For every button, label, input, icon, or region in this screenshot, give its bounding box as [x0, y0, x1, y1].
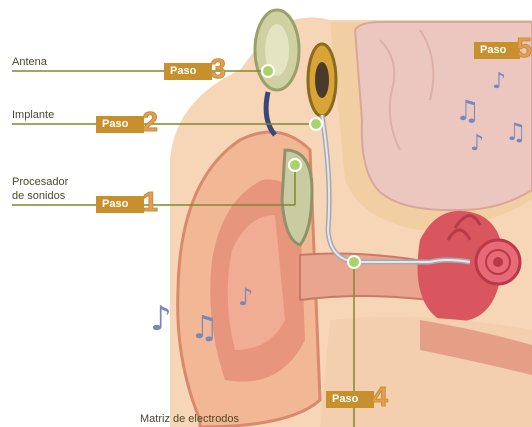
label-matriz: Matriz de electrodos — [140, 413, 239, 426]
svg-text:♫: ♫ — [190, 308, 219, 346]
svg-text:♪: ♪ — [238, 283, 253, 311]
paso-2-badge: Paso 2 — [96, 116, 144, 133]
paso-2-word: Paso — [102, 116, 128, 133]
svg-text:♪: ♪ — [492, 69, 506, 94]
point-implante — [310, 118, 322, 130]
paso-4-word: Paso — [332, 391, 358, 408]
paso-2-number: 2 — [142, 107, 158, 137]
paso-3-word: Paso — [170, 63, 196, 80]
paso-5-number: 5 — [516, 33, 532, 63]
paso-1-number: 1 — [142, 187, 158, 217]
paso-5-word: Paso — [480, 42, 506, 59]
label-procesador-line1: Procesador — [12, 176, 68, 189]
label-implante: Implante — [12, 109, 54, 122]
paso-4-badge: Paso 4 — [326, 391, 374, 408]
paso-3-number: 3 — [210, 54, 226, 84]
paso-4-number: 4 — [372, 382, 388, 412]
paso-1-badge: Paso 1 — [96, 196, 144, 213]
label-procesador-line2: de sonidos — [12, 190, 65, 203]
point-procesador — [289, 159, 301, 171]
label-antena: Antena — [12, 56, 47, 69]
point-matriz — [348, 256, 360, 268]
svg-text:♪: ♪ — [150, 299, 172, 339]
paso-1-word: Paso — [102, 196, 128, 213]
svg-text:♫: ♫ — [505, 118, 527, 146]
paso-5-badge: Paso 5 — [474, 42, 520, 59]
paso-3-badge: Paso 3 — [164, 63, 212, 80]
point-antena — [262, 65, 274, 77]
svg-text:♫: ♫ — [455, 94, 480, 127]
svg-text:♪: ♪ — [470, 131, 484, 156]
